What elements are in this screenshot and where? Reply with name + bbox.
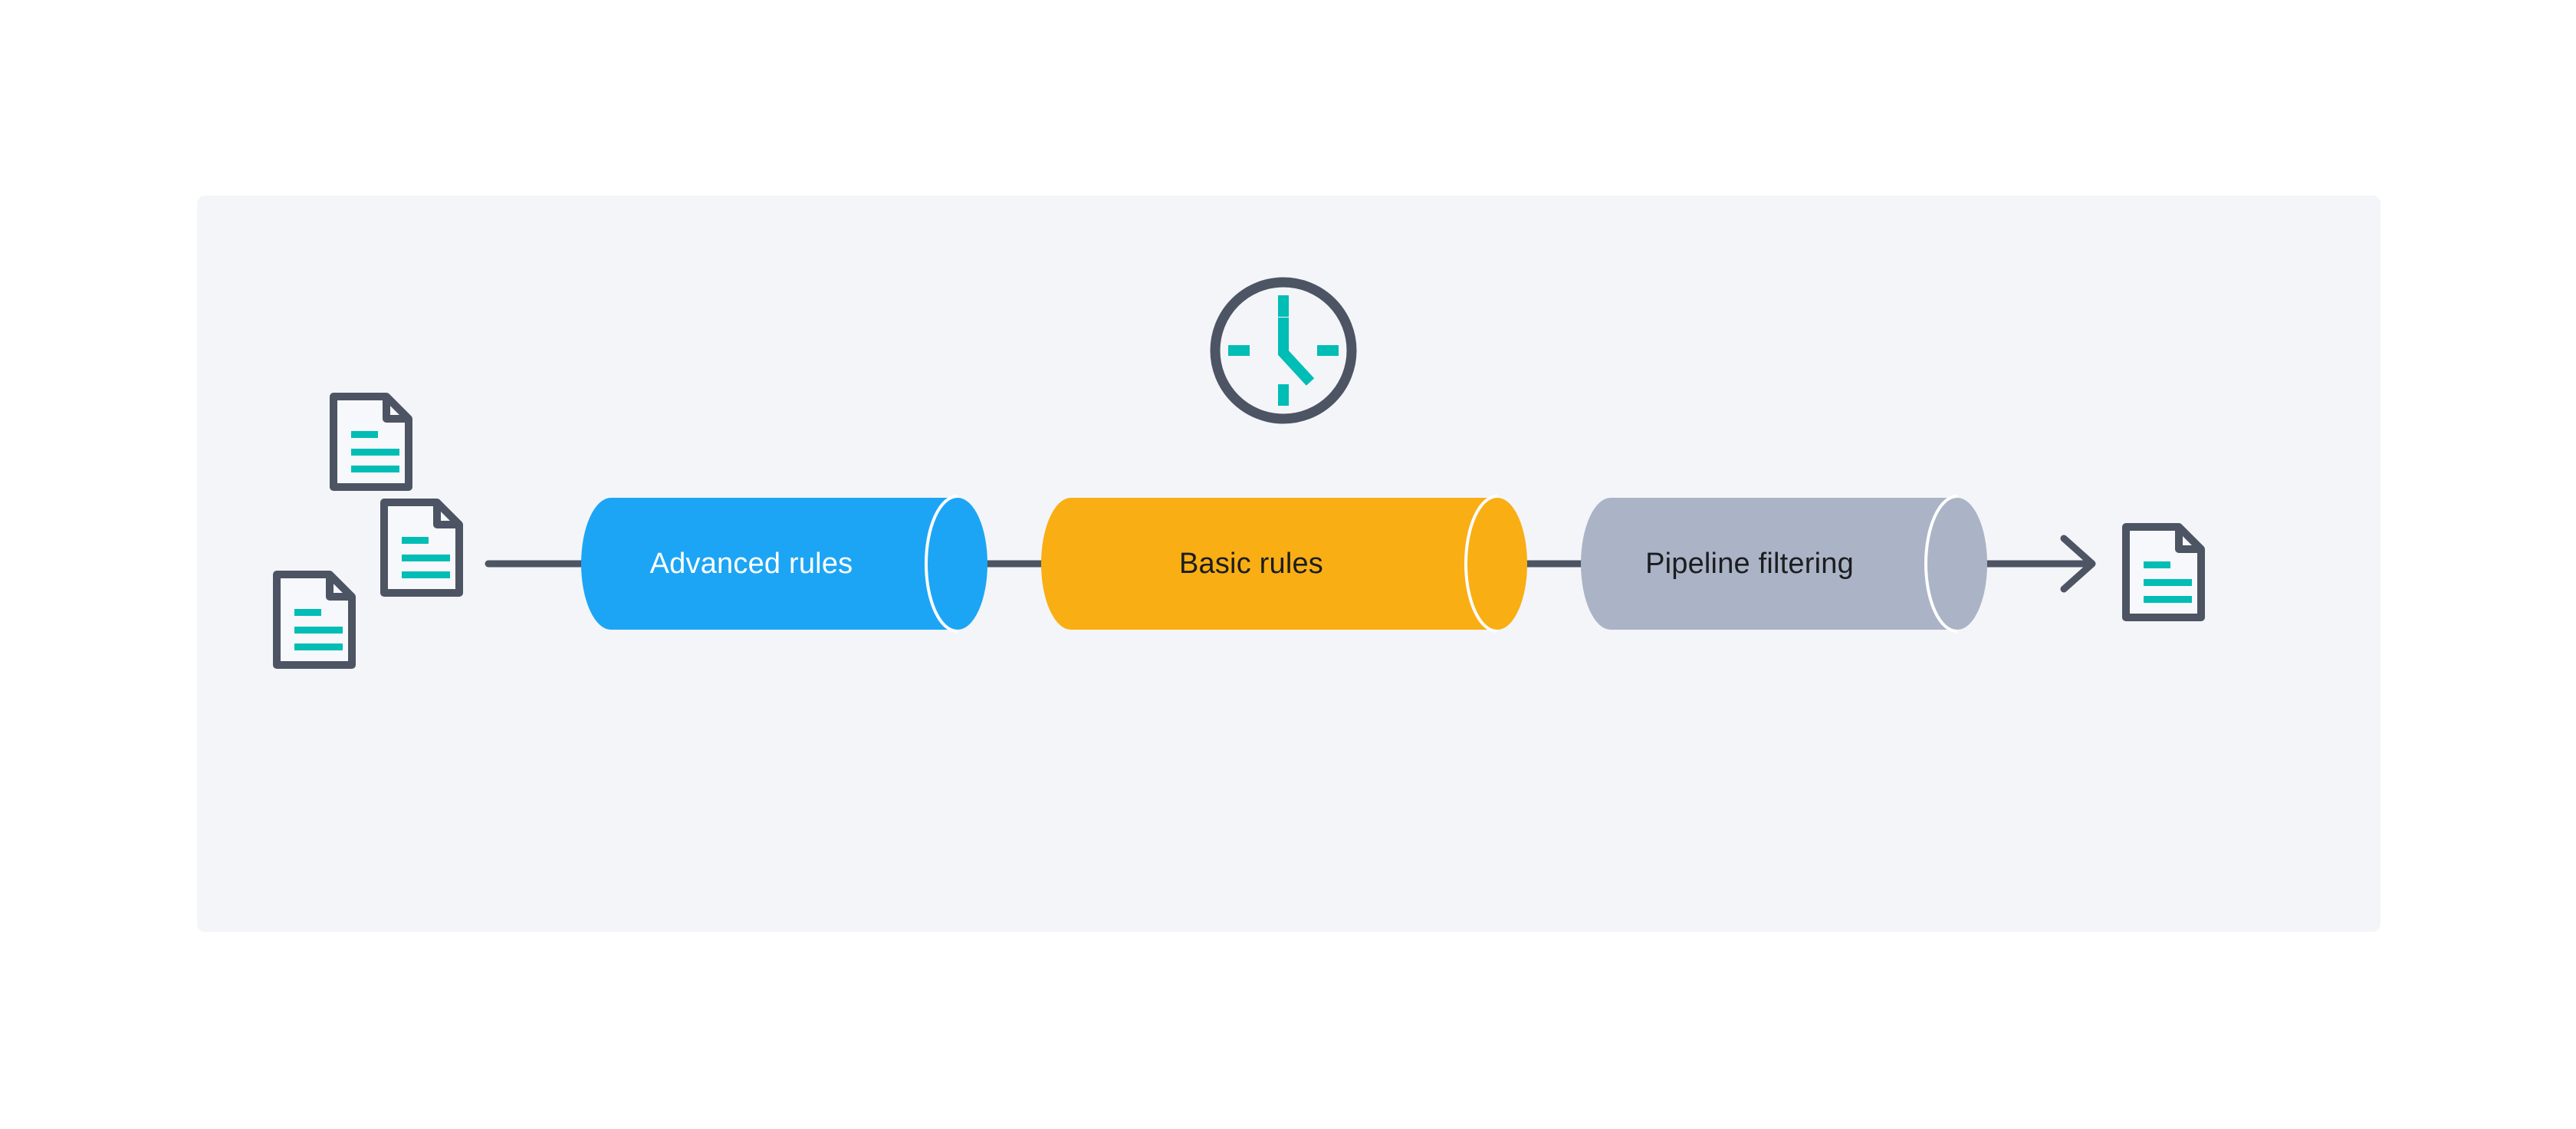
document-text-line-2 (2144, 579, 2192, 586)
stage-node-advanced-rules[interactable]: Advanced rules (581, 495, 987, 633)
cylinder-body (581, 498, 958, 630)
document-page (273, 571, 356, 669)
stage-node-pipeline-filtering[interactable]: Pipeline filtering (1581, 495, 1987, 633)
document-text-line-3 (351, 466, 399, 472)
clock-hands (1278, 318, 1315, 386)
document-page (330, 393, 412, 491)
cylinder-cap (1927, 498, 1987, 630)
clock-icon[interactable] (1210, 277, 1357, 424)
document-fold (326, 574, 352, 601)
document-icon[interactable] (273, 571, 356, 669)
document-page (380, 499, 463, 597)
stage-node-basic-rules[interactable]: Basic rules (1041, 495, 1527, 633)
document-fold (2175, 527, 2201, 553)
clock-tick-6 (1278, 384, 1289, 406)
document-text-line-1 (2144, 561, 2170, 568)
document-icon[interactable] (380, 499, 463, 597)
document-icon[interactable] (330, 393, 412, 491)
clock-ring (1210, 277, 1357, 424)
clock-tick-3 (1317, 345, 1339, 356)
document-text-line-3 (402, 571, 450, 578)
stage-node-label: Basic rules (1179, 548, 1323, 580)
document-text-line-1 (294, 609, 321, 616)
document-text-line-1 (351, 431, 378, 438)
cylinder-body (1041, 498, 1497, 630)
connector-pipeline-to-output (1982, 535, 2096, 593)
document-text-line-2 (402, 555, 450, 561)
document-text-line-3 (294, 643, 343, 650)
document-icon[interactable] (2122, 523, 2205, 621)
cylinder-body (1581, 498, 1957, 630)
arrow-right-icon (2060, 535, 2096, 593)
document-text-line-3 (2144, 596, 2192, 603)
stage-node-label: Pipeline filtering (1645, 548, 1854, 580)
document-text-line-2 (351, 449, 399, 456)
document-text-line-1 (402, 537, 429, 544)
cylinder-cap (928, 498, 987, 630)
cylinder-cap (1467, 498, 1527, 630)
clock-tick-9 (1228, 345, 1250, 356)
document-fold (433, 502, 459, 528)
document-fold (383, 397, 409, 423)
clock-tick-12 (1278, 295, 1289, 317)
stage-node-label: Advanced rules (650, 548, 853, 580)
document-page (2122, 523, 2205, 621)
connectors-layer (485, 535, 2096, 593)
document-text-line-2 (294, 627, 343, 634)
